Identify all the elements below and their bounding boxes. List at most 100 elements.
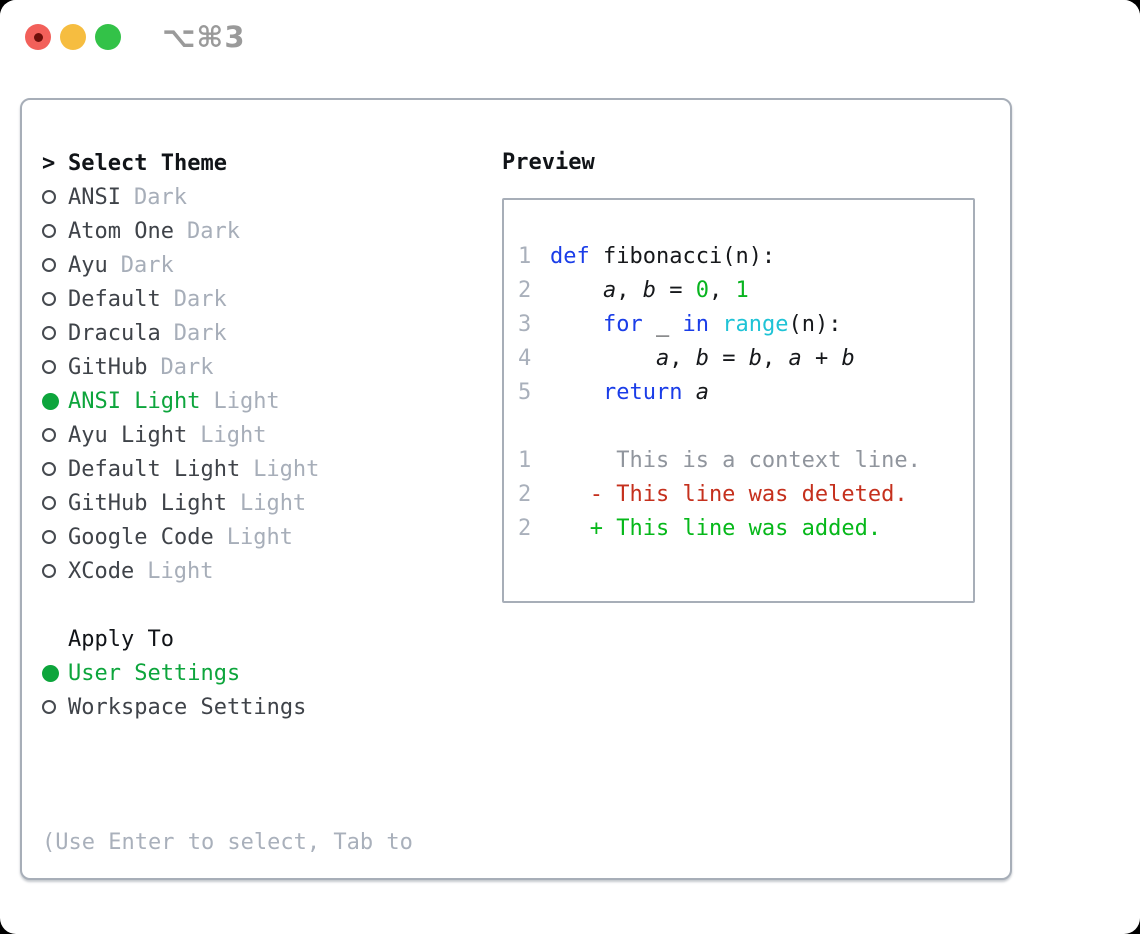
- theme-variant-tag: Light: [200, 422, 267, 448]
- line-number: 5: [518, 380, 532, 405]
- radio-icon[interactable]: [42, 190, 56, 204]
- window-title: ⌥⌘3: [162, 20, 246, 54]
- theme-variant-tag: Dark: [173, 286, 227, 312]
- spacer: [42, 588, 502, 622]
- code-text: def fibonacci(n):: [550, 244, 776, 269]
- line-number: 2: [518, 482, 532, 507]
- radio-icon[interactable]: [42, 496, 56, 510]
- option-label: Atom One: [68, 218, 174, 244]
- code-text: This is a context line.: [550, 448, 921, 473]
- theme-variant-tag: Light: [226, 524, 293, 550]
- option-label: Default: [68, 286, 161, 312]
- option-label: Default Light: [68, 456, 241, 482]
- apply-option-user-settings[interactable]: User Settings: [42, 656, 502, 690]
- theme-option-github[interactable]: GitHub Dark: [42, 350, 502, 384]
- radio-icon[interactable]: [42, 224, 56, 238]
- spacer: [42, 724, 502, 758]
- radio-icon[interactable]: [42, 258, 56, 272]
- theme-option-default[interactable]: Default Dark: [42, 282, 502, 316]
- option-label: XCode: [68, 558, 135, 584]
- hint-line-1: (Use Enter to select, Tab to: [42, 830, 413, 855]
- option-label: GitHub: [68, 354, 148, 380]
- option-label: Dracula: [68, 320, 161, 346]
- theme-variant-tag: Dark: [186, 218, 240, 244]
- line-number: [518, 410, 550, 444]
- code-text: a, b = b, a + b: [655, 346, 855, 371]
- theme-option-atom-one[interactable]: Atom One Dark: [42, 214, 502, 248]
- option-label: Ayu: [68, 252, 108, 278]
- line-number: 1: [518, 448, 532, 473]
- apply-to-header: Apply To: [42, 622, 502, 656]
- minimize-button[interactable]: [60, 24, 86, 50]
- code-line: 2 + This line was added.: [518, 512, 973, 546]
- option-label: ANSI Light: [68, 388, 201, 414]
- apply-to-title: Apply To: [68, 626, 174, 652]
- theme-variant-tag: Dark: [133, 184, 187, 210]
- line-number: 2: [518, 278, 532, 303]
- theme-option-ayu-light[interactable]: Ayu Light Light: [42, 418, 502, 452]
- code-line: 2 - This line was deleted.: [518, 478, 973, 512]
- code-line: [518, 410, 973, 444]
- radio-icon[interactable]: [42, 530, 56, 544]
- code-line: 2 a, b = 0, 1: [518, 274, 973, 308]
- theme-option-github-light[interactable]: GitHub Light Light: [42, 486, 502, 520]
- theme-variant-tag: Light: [213, 388, 280, 414]
- line-number: 2: [518, 516, 532, 541]
- option-label: User Settings: [68, 660, 241, 686]
- hint-line-2: change focus): [42, 928, 502, 934]
- theme-option-ansi-light[interactable]: ANSI Light Light: [42, 384, 502, 418]
- line-number: 4: [518, 346, 532, 371]
- preview-title: Preview: [502, 150, 595, 175]
- theme-variant-tag: Light: [239, 490, 307, 516]
- option-label: GitHub Light: [68, 490, 227, 516]
- code-line: 3 for _ in range(n):: [518, 308, 973, 342]
- code-text: a, b = 0, 1: [602, 278, 749, 303]
- radio-selected-icon[interactable]: [42, 392, 59, 410]
- radio-icon[interactable]: [42, 428, 56, 442]
- theme-option-xcode[interactable]: XCode Light: [42, 554, 502, 588]
- maximize-button[interactable]: [95, 24, 121, 50]
- select-theme-title: Select Theme: [68, 150, 227, 176]
- theme-option-ansi[interactable]: ANSI Dark: [42, 180, 502, 214]
- theme-option-dracula[interactable]: Dracula Dark: [42, 316, 502, 350]
- code-text: return a: [602, 380, 709, 405]
- select-theme-header: > Select Theme: [42, 146, 502, 180]
- code-text: - This line was deleted.: [550, 482, 908, 507]
- radio-icon[interactable]: [42, 292, 56, 306]
- option-label: ANSI: [68, 184, 121, 210]
- traffic-lights: [25, 24, 121, 50]
- code-line: 5 return a: [518, 376, 973, 410]
- option-label: Workspace Settings: [68, 694, 307, 720]
- theme-variant-tag: Light: [253, 456, 320, 482]
- line-number: 3: [518, 312, 532, 337]
- apply-option-workspace-settings[interactable]: Workspace Settings: [42, 690, 502, 724]
- theme-option-ayu[interactable]: Ayu Dark: [42, 248, 502, 282]
- close-button[interactable]: [25, 24, 51, 50]
- theme-variant-tag: Dark: [120, 252, 174, 278]
- theme-option-default-light[interactable]: Default Light Light: [42, 452, 502, 486]
- theme-variant-tag: Dark: [173, 320, 227, 346]
- theme-variant-tag: Dark: [160, 354, 214, 380]
- radio-selected-icon[interactable]: [42, 664, 59, 682]
- radio-icon[interactable]: [42, 360, 56, 374]
- code-line: 4 a, b = b, a + b: [518, 342, 973, 376]
- radio-icon[interactable]: [42, 326, 56, 340]
- theme-variant-tag: Light: [147, 558, 214, 584]
- radio-icon[interactable]: [42, 462, 56, 476]
- radio-icon[interactable]: [42, 700, 56, 714]
- code-text: + This line was added.: [550, 516, 882, 541]
- code-line: 1 This is a context line.: [518, 444, 973, 478]
- option-label: Ayu Light: [68, 422, 188, 448]
- code-text: for _ in range(n):: [602, 312, 842, 337]
- titlebar: ⌥⌘3: [0, 0, 1140, 98]
- radio-icon[interactable]: [42, 564, 56, 578]
